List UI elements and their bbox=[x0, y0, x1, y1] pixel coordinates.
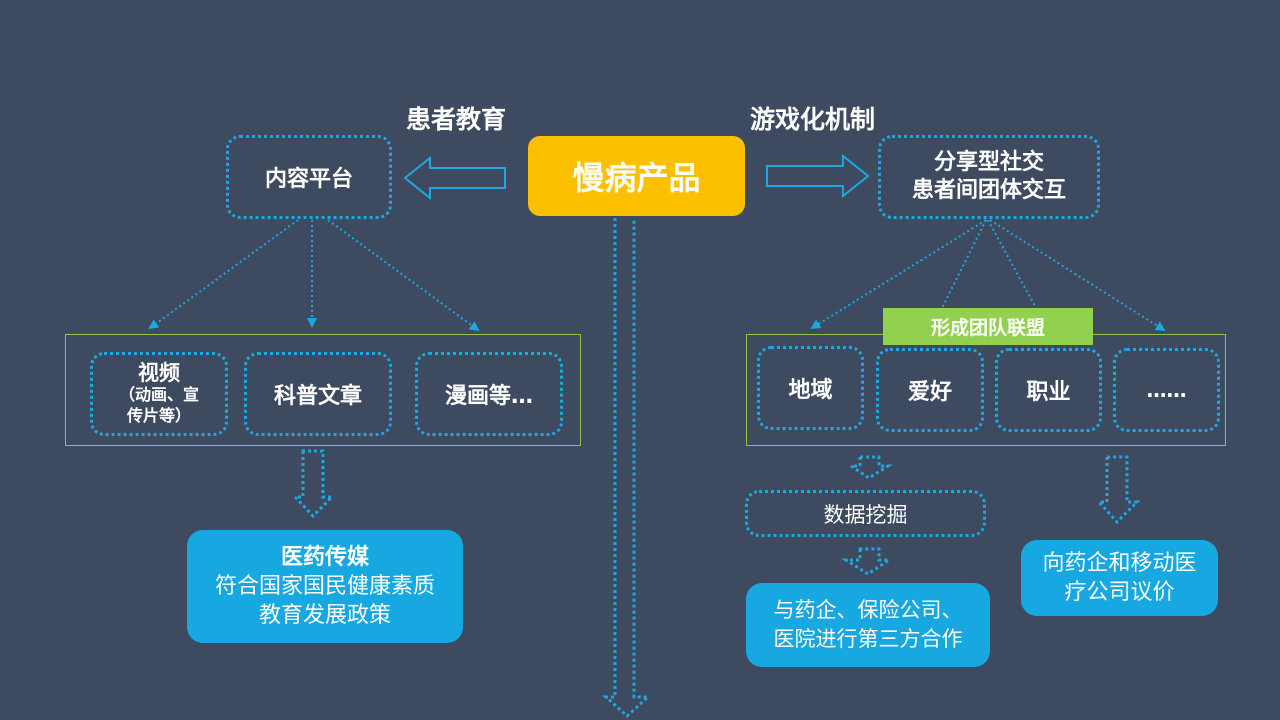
arrow-content-to-media bbox=[291, 449, 336, 519]
node-data-mining-label: 数据挖掘 bbox=[823, 502, 908, 527]
node-medical-media: 医药传媒 符合国家国民健康素质 教育发展政策 bbox=[187, 530, 463, 643]
node-data-mining: 数据挖掘 bbox=[745, 490, 986, 537]
node-comics-label: 漫画等… bbox=[444, 384, 533, 409]
medical-media-title: 医药传媒 bbox=[280, 545, 369, 570]
connector-content-to-comics bbox=[327, 219, 480, 332]
pricing-line1: 向药企和移动医 bbox=[1042, 551, 1197, 576]
node-more-label: …… bbox=[1146, 378, 1187, 402]
node-occupation: 职业 bbox=[995, 348, 1102, 432]
social-platform-line2: 患者间团体交互 bbox=[911, 178, 1066, 203]
node-price-negotiation: 向药企和移动医 疗公司议价 bbox=[1021, 540, 1218, 616]
node-video-subtitle-line2: 传片等） bbox=[126, 406, 191, 425]
node-more: …… bbox=[1113, 348, 1220, 432]
node-social-platform: 分享型社交 患者间团体交互 bbox=[878, 135, 1100, 219]
node-hobby: 爱好 bbox=[876, 348, 984, 432]
core-node-chronic-disease-product: 慢病产品 bbox=[528, 136, 745, 216]
arrow-group-to-data-mining bbox=[846, 455, 894, 480]
pricing-line2: 疗公司议价 bbox=[1064, 580, 1175, 605]
node-content-platform: 内容平台 bbox=[226, 135, 392, 219]
heading-patient-education: 患者教育 bbox=[406, 105, 507, 134]
content-types-group bbox=[65, 334, 581, 446]
node-occupation-label: 职业 bbox=[1026, 380, 1071, 405]
node-science-articles-label: 科普文章 bbox=[273, 384, 362, 409]
banner-form-team-alliance: 形成团队联盟 bbox=[883, 308, 1093, 345]
node-comics: 漫画等… bbox=[415, 352, 563, 436]
node-content-platform-label: 内容平台 bbox=[264, 167, 353, 192]
arrow-group-to-pricing bbox=[1095, 455, 1141, 525]
partnership-line2: 医院进行第三方合作 bbox=[773, 627, 963, 651]
arrow-right-to-social-platform bbox=[766, 153, 870, 199]
node-region-label: 地域 bbox=[788, 378, 833, 403]
arrow-data-mining-to-partnership bbox=[840, 547, 894, 576]
arrow-core-down bbox=[602, 218, 652, 719]
node-video-subtitle-line1: （动画、宣 bbox=[118, 385, 199, 404]
node-science-articles: 科普文章 bbox=[244, 352, 392, 436]
connector-social-to-more bbox=[989, 219, 1166, 332]
node-video-title: 视频 bbox=[138, 361, 180, 385]
connector-social-to-region bbox=[810, 219, 987, 330]
node-hobby-label: 爱好 bbox=[907, 380, 952, 405]
medical-media-line2: 教育发展政策 bbox=[258, 603, 391, 628]
arrow-left-to-content-platform bbox=[403, 155, 506, 201]
connector-content-to-video bbox=[148, 219, 299, 330]
connector-social-to-hobby bbox=[941, 219, 987, 309]
heading-gamification: 游戏化机制 bbox=[750, 105, 876, 134]
medical-media-line1: 符合国家国民健康素质 bbox=[214, 574, 435, 599]
node-third-party-partnership: 与药企、保险公司、 医院进行第三方合作 bbox=[746, 583, 990, 667]
social-platform-line1: 分享型社交 bbox=[933, 150, 1044, 175]
connector-social-to-job bbox=[987, 219, 1037, 309]
node-region: 地域 bbox=[757, 346, 864, 430]
node-video: 视频 （动画、宣 传片等） bbox=[90, 352, 228, 436]
partnership-line1: 与药企、保险公司、 bbox=[773, 598, 963, 622]
